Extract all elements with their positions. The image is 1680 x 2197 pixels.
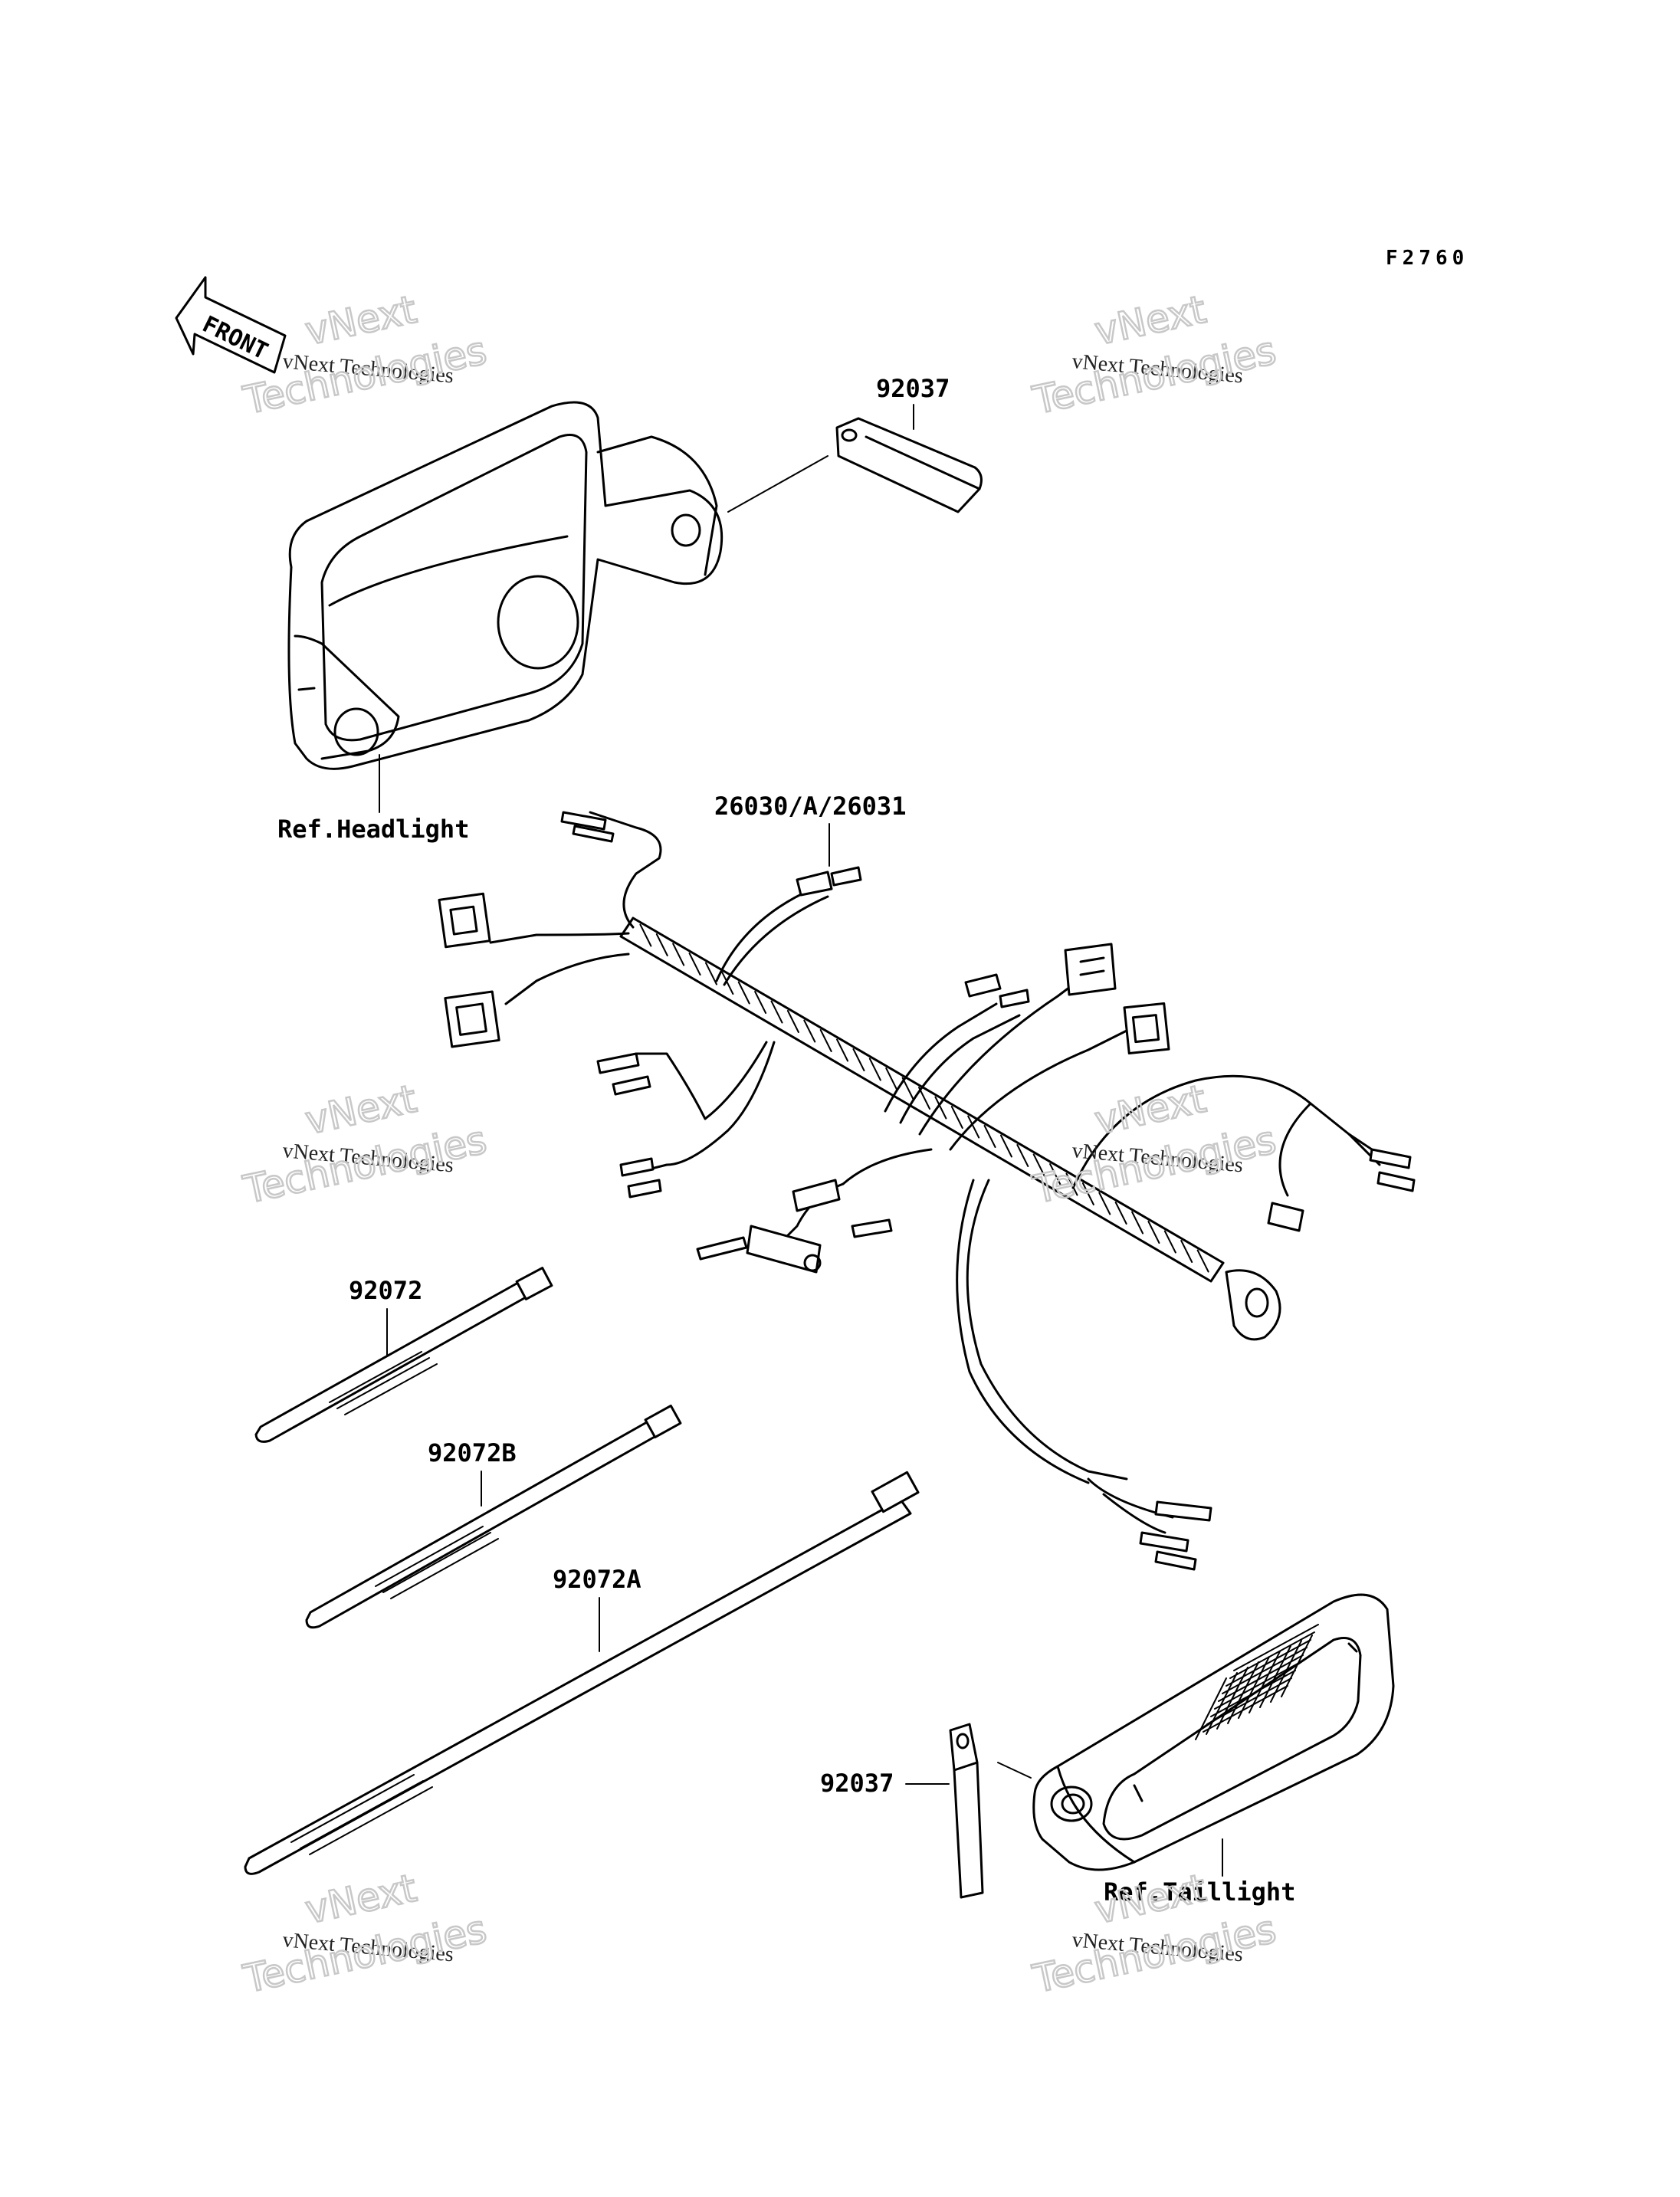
cable-tie-92072a xyxy=(244,1471,920,1875)
harness-wrap-band xyxy=(770,1000,783,1024)
harness-wrap-band xyxy=(836,1038,849,1062)
watermark-outline-text: vNext xyxy=(301,287,420,354)
lens-grid-line xyxy=(1218,1654,1304,1702)
harness-wrap-band xyxy=(688,953,701,976)
lens-grid-line xyxy=(1206,1677,1292,1725)
lens-grid-line xyxy=(1281,1635,1313,1697)
part-92072-label: 92072 xyxy=(349,1276,422,1305)
headlight-assembly xyxy=(287,401,724,770)
lens-grid-line xyxy=(1249,1651,1281,1713)
harness-wrap-band xyxy=(1081,1182,1094,1205)
lens-grid-line xyxy=(1203,1685,1288,1733)
part-92072a-label: 92072A xyxy=(553,1565,641,1594)
harness-wrap-band xyxy=(819,1029,832,1052)
terminal-bracket-bottom xyxy=(949,1723,984,1899)
harness-wrap-band xyxy=(737,981,750,1005)
harness-wrap-band xyxy=(754,991,767,1014)
cable-tie-92072 xyxy=(254,1267,553,1443)
lens-grid-line xyxy=(1195,1677,1227,1740)
harness-wrap-band xyxy=(639,923,652,947)
harness-wrap-band xyxy=(1114,1202,1127,1225)
front-arrow-icon: FRONT xyxy=(175,276,287,374)
watermark-outline-text: vNext xyxy=(301,1077,420,1143)
harness-wrap-band xyxy=(1016,1144,1029,1167)
harness-wrap-band xyxy=(934,1096,947,1120)
lens-grid-line xyxy=(1210,1670,1296,1717)
lens-grid-line xyxy=(1222,1647,1308,1694)
harness-wrap-band xyxy=(852,1048,865,1071)
lens-grid-line xyxy=(1259,1645,1291,1708)
ref-taillight-label: Ref.Taillight xyxy=(1104,1877,1295,1907)
harness-wrap-band xyxy=(786,1010,799,1033)
harness-wrap-band xyxy=(655,933,668,956)
harness-wrap-band xyxy=(967,1115,980,1139)
harness-wrap-band xyxy=(1196,1249,1209,1273)
watermark-outline-text: Technologies xyxy=(1029,328,1279,423)
harness-wrap-band xyxy=(950,1106,963,1129)
lens-grid-line xyxy=(1270,1640,1302,1703)
watermark-outline-text: Technologies xyxy=(1029,1907,1279,2002)
cable-tie-92072b xyxy=(305,1404,682,1629)
lens-grid-line xyxy=(1229,1631,1315,1679)
harness-wrap-band xyxy=(704,962,717,985)
harness-wrap-band xyxy=(1098,1192,1111,1215)
terminal-bracket-top xyxy=(835,417,983,513)
harness-wrap-band xyxy=(999,1134,1012,1158)
figure-code: F2760 xyxy=(1386,247,1468,270)
lens-grid-line xyxy=(1214,1662,1300,1710)
ref-headlight-label: Ref.Headlight xyxy=(277,815,469,844)
watermark-outline-text: vNext xyxy=(1091,1866,1209,1933)
wire-harness xyxy=(438,811,1416,1571)
harness-wrap-band xyxy=(803,1019,816,1043)
harness-wrap-band xyxy=(885,1067,898,1090)
watermark-outline-text: Technologies xyxy=(239,1117,490,1212)
harness-wrap-band xyxy=(1032,1153,1045,1177)
part-92037-bottom-label: 92037 xyxy=(820,1769,894,1798)
part-harness-label: 26030/A/26031 xyxy=(714,792,906,821)
harness-wrap-band xyxy=(1180,1240,1193,1263)
part-92037-top-label: 92037 xyxy=(876,374,950,403)
harness-wrap-band xyxy=(1147,1221,1160,1244)
watermark-outline-text: vNext xyxy=(1091,287,1209,354)
harness-wrap-band xyxy=(1065,1172,1078,1196)
lens-grid-line xyxy=(1233,1624,1319,1671)
taillight-lens-grid xyxy=(1195,1624,1319,1740)
watermark-outline-text: Technologies xyxy=(239,1907,490,2002)
harness-wrap-band xyxy=(721,972,734,995)
harness-wrap-band xyxy=(1131,1211,1144,1235)
harness-wrap-band xyxy=(1049,1163,1062,1186)
harness-wrap-band xyxy=(901,1077,914,1100)
watermark-outline-text: vNext xyxy=(1091,1077,1209,1143)
harness-wrap-band xyxy=(672,943,685,966)
watermark-outline-text: Technologies xyxy=(1029,1117,1279,1212)
watermark-outline-text: vNext xyxy=(301,1866,420,1933)
harness-wrap-band xyxy=(1163,1230,1176,1254)
lens-grid-line xyxy=(1238,1656,1270,1719)
lens-grid-line xyxy=(1226,1639,1311,1687)
taillight-assembly xyxy=(1032,1593,1395,1871)
harness-wrap-band xyxy=(983,1125,996,1148)
harness-wrap-band xyxy=(868,1058,881,1081)
part-92072b-label: 92072B xyxy=(428,1438,517,1467)
